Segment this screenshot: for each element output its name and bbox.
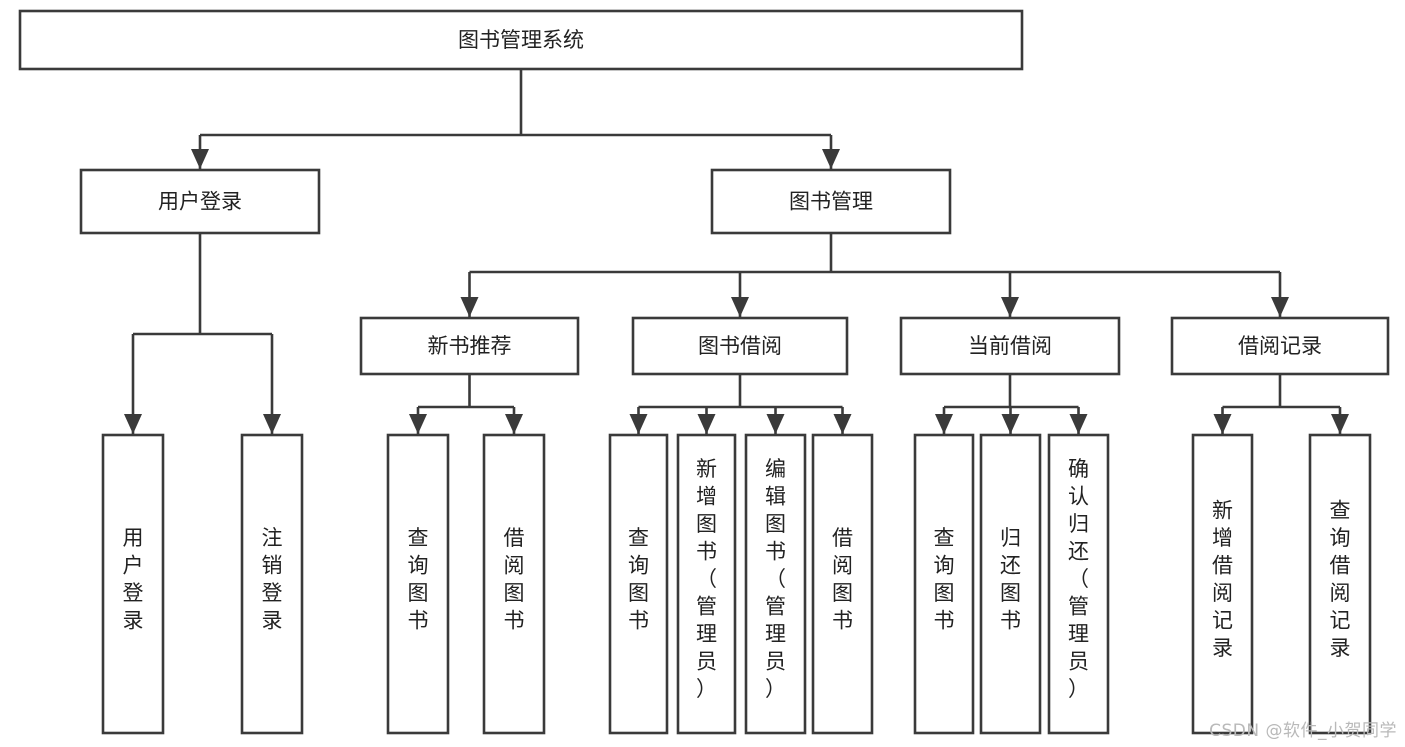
node-确认归还管理员-label: 确认归还（管理员） [1068,457,1089,701]
node-查询图书-label: 查询图书 [934,526,955,633]
node-用户登录-rect[interactable] [79,168,321,235]
node-借阅图书-rect[interactable] [811,433,874,735]
node-查询图书-rect[interactable] [386,433,450,735]
arrow-head-icon [1271,297,1289,317]
node-图书管理-label: 图书管理 [789,190,873,214]
node-确认归还管理员[interactable]: 确认归还（管理员） [1047,433,1110,735]
node-新增借阅记录[interactable]: 新增借阅记录 [1191,433,1254,735]
arrow-head-icon [731,297,749,317]
node-用户登录[interactable]: 用户登录 [79,168,321,235]
node-新增图书管理员-label: 新增图书（管理员） [696,457,717,701]
node-归还图书-rect[interactable] [979,433,1042,735]
node-借阅记录[interactable]: 借阅记录 [1170,316,1390,376]
node-用户登录-rect[interactable] [101,433,165,735]
arrow-head-icon [1069,414,1088,434]
node-新书推荐-rect[interactable] [359,316,580,376]
node-box-layer: 用户登录图书管理新书推荐图书借阅当前借阅借阅记录用户登录注销登录查询图书借阅图书… [18,9,1390,735]
arrow-head-icon [409,414,427,434]
node-查询图书[interactable]: 查询图书 [913,433,975,735]
node-查询图书-label: 查询图书 [408,526,429,633]
node-查询图书-rect[interactable] [608,433,669,735]
arrow-head-icon [935,414,953,434]
node-图书管理-rect[interactable] [710,168,952,235]
arrow-head-icon [629,414,648,434]
node-图书借阅[interactable]: 图书借阅 [631,316,849,376]
node-注销登录-label: 注销登录 [262,526,283,633]
node-图书管理[interactable]: 图书管理 [710,168,952,235]
arrow-head-icon [1331,414,1349,434]
node-借阅记录-label: 借阅记录 [1238,334,1322,358]
node-查询借阅记录[interactable]: 查询借阅记录 [1308,433,1372,735]
node-借阅图书-label: 借阅图书 [832,526,853,633]
arrow-head-icon [697,414,716,434]
node-新书推荐-label: 新书推荐 [428,334,512,358]
node-编辑图书管理员[interactable]: 编辑图书（管理员） [744,433,807,735]
node-新增借阅记录-label: 新增借阅记录 [1212,498,1233,660]
csdn-watermark: CSDN @软件_小贺同学 [1209,721,1397,741]
node-借阅图书-rect[interactable] [482,433,546,735]
node-图书管理系统-label: 图书管理系统 [458,28,584,52]
node-用户登录-label: 用户登录 [158,190,242,214]
connector-layer [124,69,1349,434]
arrow-head-icon [263,414,281,434]
node-借阅图书-label: 借阅图书 [504,526,525,633]
node-查询图书-rect[interactable] [913,433,975,735]
node-用户登录[interactable]: 用户登录 [101,433,165,735]
arrow-head-icon [833,414,852,434]
arrow-head-icon [822,149,840,169]
node-图书管理系统-rect[interactable] [18,9,1024,71]
node-注销登录[interactable]: 注销登录 [240,433,304,735]
node-借阅记录-rect[interactable] [1170,316,1390,376]
node-借阅图书[interactable]: 借阅图书 [811,433,874,735]
node-新书推荐[interactable]: 新书推荐 [359,316,580,376]
node-查询图书[interactable]: 查询图书 [608,433,669,735]
node-当前借阅-label: 当前借阅 [968,334,1052,358]
node-新增图书管理员-rect[interactable] [676,433,737,735]
node-图书借阅-label: 图书借阅 [698,334,782,358]
arrow-head-icon [1001,297,1019,317]
arrow-head-icon [1213,414,1232,434]
node-新增图书管理员[interactable]: 新增图书（管理员） [676,433,737,735]
node-图书借阅-rect[interactable] [631,316,849,376]
node-当前借阅[interactable]: 当前借阅 [899,316,1121,376]
node-查询图书-label: 查询图书 [628,526,649,633]
arrow-head-icon [124,414,142,434]
node-查询借阅记录-rect[interactable] [1308,433,1372,735]
node-查询借阅记录-label: 查询借阅记录 [1330,498,1351,660]
arrow-head-icon [505,414,523,434]
node-借阅图书[interactable]: 借阅图书 [482,433,546,735]
node-查询图书[interactable]: 查询图书 [386,433,450,735]
arrow-head-icon [191,149,209,169]
node-注销登录-rect[interactable] [240,433,304,735]
node-新增借阅记录-rect[interactable] [1191,433,1254,735]
node-编辑图书管理员-rect[interactable] [744,433,807,735]
arrow-head-icon [460,297,479,317]
node-图书管理系统[interactable]: 图书管理系统 [18,9,1024,71]
node-当前借阅-rect[interactable] [899,316,1121,376]
node-确认归还管理员-rect[interactable] [1047,433,1110,735]
node-归还图书-label: 归还图书 [1000,526,1021,633]
node-编辑图书管理员-label: 编辑图书（管理员） [765,457,786,701]
arrow-head-icon [1001,414,1020,434]
arrow-head-icon [766,414,785,434]
node-归还图书[interactable]: 归还图书 [979,433,1042,735]
node-用户登录-label: 用户登录 [123,526,144,633]
